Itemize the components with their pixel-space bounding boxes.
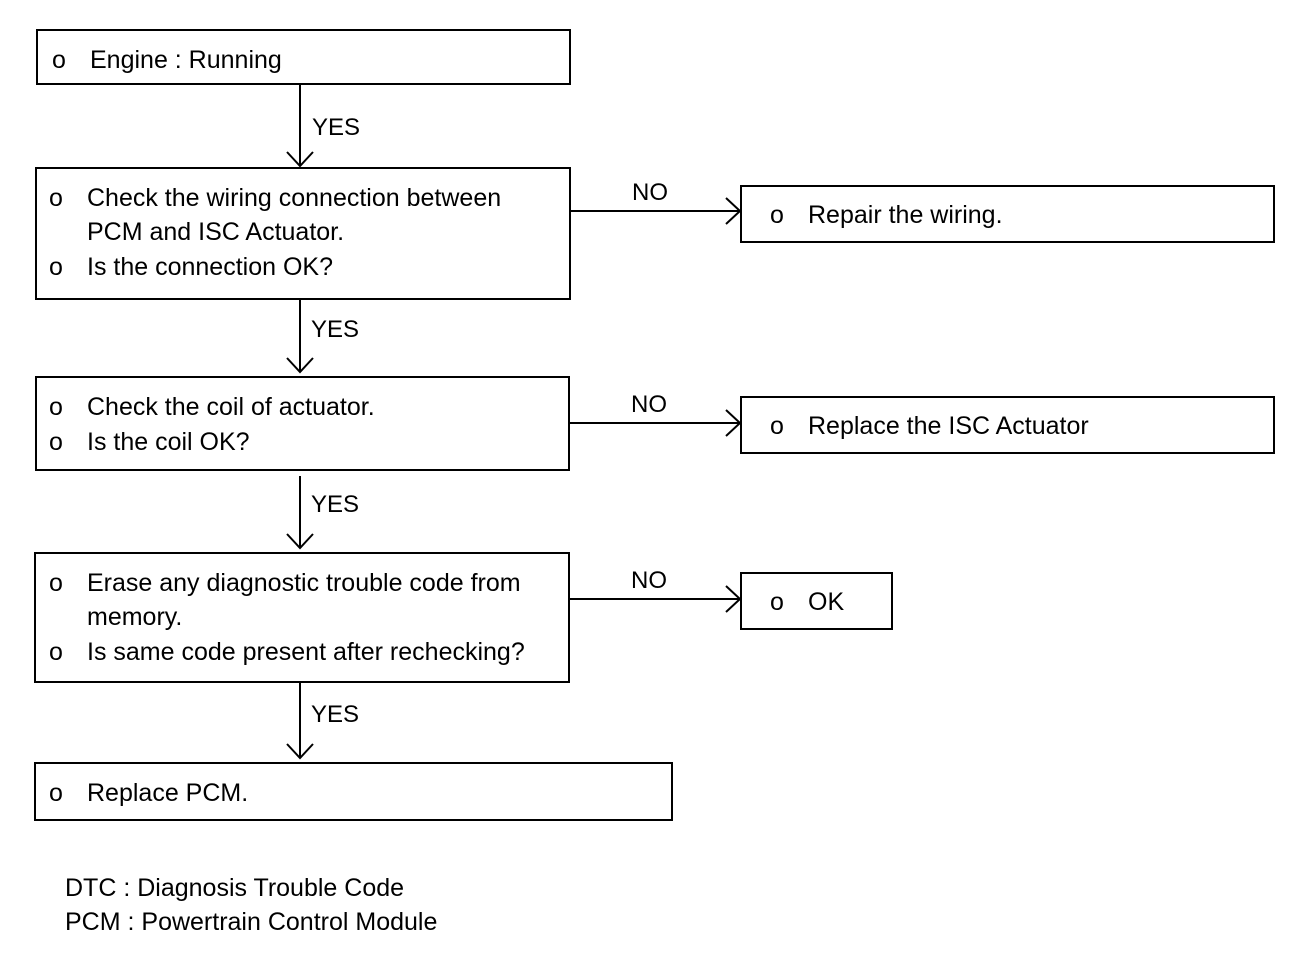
- replace-pcm-text: Replace PCM.: [87, 779, 249, 807]
- legend-pcm: PCM : Powertrain Control Module: [65, 908, 438, 936]
- bullet: o: [49, 569, 63, 597]
- start-box: o Engine : Running: [36, 29, 571, 85]
- arrowhead-step1: [286, 151, 314, 168]
- arrowhead-step3: [286, 533, 314, 550]
- bullet: o: [49, 184, 63, 212]
- bullet: o: [770, 588, 784, 616]
- bullet: o: [49, 638, 63, 666]
- bullet: o: [770, 412, 784, 440]
- repair-wiring-text: Repair the wiring.: [808, 201, 1003, 229]
- step1-no-box: o Repair the wiring.: [740, 185, 1275, 243]
- step1-box: o Check the wiring connection between PC…: [35, 167, 571, 300]
- bullet: o: [49, 428, 63, 456]
- step2-text-1: Check the coil of actuator.: [87, 393, 375, 421]
- step1-text-2: PCM and ISC Actuator.: [87, 218, 345, 246]
- step1-text-1: Check the wiring connection between: [87, 184, 502, 212]
- no-label-2: NO: [631, 391, 667, 418]
- start-text: Engine : Running: [90, 46, 282, 74]
- yes-label-2: YES: [311, 316, 360, 343]
- yes-label-3: YES: [311, 491, 360, 518]
- yes-label-4: YES: [311, 701, 360, 728]
- bullet: o: [49, 779, 63, 807]
- bullet: o: [49, 393, 63, 421]
- legend-dtc: DTC : Diagnosis Trouble Code: [65, 874, 405, 902]
- bullet: o: [49, 253, 63, 281]
- step1-text-3: Is the connection OK?: [87, 253, 333, 281]
- step3-box: o Erase any diagnostic trouble code from…: [34, 552, 570, 683]
- bullet: o: [52, 46, 66, 74]
- step3-text-2: memory.: [87, 603, 183, 631]
- step2-box: o Check the coil of actuator. o Is the c…: [35, 376, 570, 471]
- replace-isc-text: Replace the ISC Actuator: [808, 412, 1089, 440]
- no-label-3: NO: [631, 567, 667, 594]
- step3-text-3: Is same code present after rechecking?: [87, 638, 525, 666]
- step2-no-box: o Replace the ISC Actuator: [740, 396, 1275, 454]
- yes-label-1: YES: [312, 114, 361, 141]
- bullet: o: [770, 201, 784, 229]
- ok-text: OK: [808, 588, 845, 616]
- step2-text-2: Is the coil OK?: [87, 428, 250, 456]
- arrowhead-end: [286, 743, 314, 760]
- end-box: o Replace PCM.: [34, 762, 673, 821]
- no-label-1: NO: [632, 179, 668, 206]
- step3-text-1: Erase any diagnostic trouble code from: [87, 569, 521, 597]
- arrowhead-step2: [286, 357, 314, 374]
- step3-no-box: o OK: [740, 572, 893, 630]
